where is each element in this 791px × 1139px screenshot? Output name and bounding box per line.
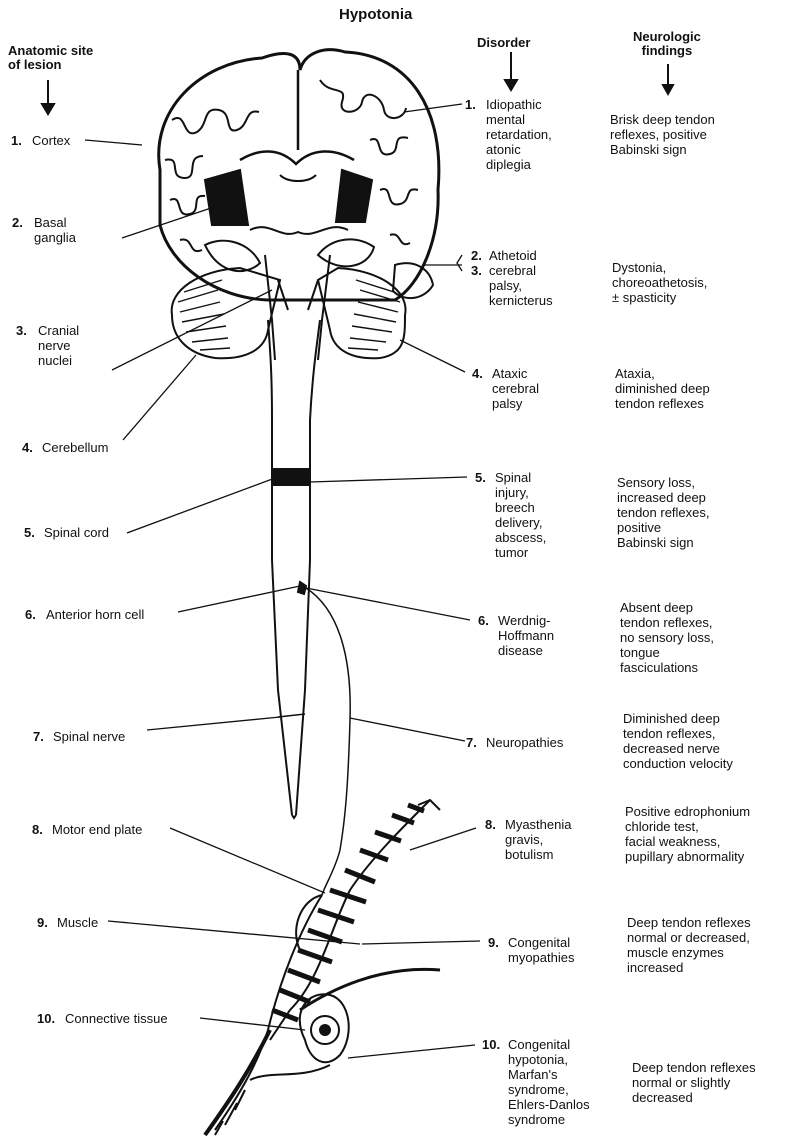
diagram-title: Hypotonia xyxy=(339,8,412,22)
disorder-number: 10. xyxy=(482,1037,500,1052)
site-number: 3. xyxy=(16,323,27,338)
site-label-spinal-cord: Spinal cord xyxy=(44,525,109,540)
site-label-basal-ganglia: Basal ganglia xyxy=(34,215,76,245)
header-arrows xyxy=(42,52,673,114)
site-number: 5. xyxy=(24,525,35,540)
finding-9: Deep tendon reflexes normal or decreased… xyxy=(627,915,751,975)
site-number: 9. xyxy=(37,915,48,930)
finding-2-3: Dystonia, choreoathetosis, ± spasticity xyxy=(612,260,707,305)
site-label-cranial-nerve-nuclei: Cranial nerve nuclei xyxy=(38,323,79,368)
disorder-label-idiopathic: Idiopathic mental retardation, atonic di… xyxy=(486,97,552,172)
disorder-label-werdnig-hoffmann: Werdnig- Hoffmann disease xyxy=(498,613,554,658)
header-neurologic-findings: Neurologic findings xyxy=(633,30,701,58)
finding-8: Positive edrophonium chloride test, faci… xyxy=(625,804,750,864)
disorder-label-congenital-hypotonia: Congenital hypotonia, Marfan's syndrome,… xyxy=(508,1037,590,1127)
site-label-connective-tissue: Connective tissue xyxy=(65,1011,168,1026)
finding-5: Sensory loss, increased deep tendon refl… xyxy=(617,475,710,550)
site-label-spinal-nerve: Spinal nerve xyxy=(53,729,125,744)
site-number: 7. xyxy=(33,729,44,744)
disorder-number: 8. xyxy=(485,817,496,832)
disorder-number: 1. xyxy=(465,97,476,112)
finding-1: Brisk deep tendon reflexes, positive Bab… xyxy=(610,112,715,157)
disorder-label-neuropathies: Neuropathies xyxy=(486,735,563,750)
disorder-number: 5. xyxy=(475,470,486,485)
header-anatomic-site: Anatomic site of lesion xyxy=(8,44,93,72)
cerebellum-drawing xyxy=(172,255,406,360)
site-number: 8. xyxy=(32,822,43,837)
site-label-muscle: Muscle xyxy=(57,915,98,930)
disorder-label-myasthenia: Myasthenia gravis, botulism xyxy=(505,817,571,862)
header-disorder: Disorder xyxy=(477,36,530,50)
finding-6: Absent deep tendon reflexes, no sensory … xyxy=(620,600,714,675)
disorder-label-ataxic: Ataxic cerebral palsy xyxy=(492,366,539,411)
finding-4: Ataxia, diminished deep tendon reflexes xyxy=(615,366,710,411)
spinal-cord-drawing xyxy=(268,320,350,895)
site-label-motor-end-plate: Motor end plate xyxy=(52,822,142,837)
site-number: 10. xyxy=(37,1011,55,1026)
disorder-label-congenital-myopathies: Congenital myopathies xyxy=(508,935,574,965)
site-number: 4. xyxy=(22,440,33,455)
site-label-cerebellum: Cerebellum xyxy=(42,440,108,455)
disorder-label-athetoid: Athetoid cerebral palsy, kernicterus xyxy=(489,248,553,308)
brain-section xyxy=(159,50,439,300)
disorder-number: 4. xyxy=(472,366,483,381)
muscle-drawing xyxy=(205,800,440,1135)
disorder-number: 9. xyxy=(488,935,499,950)
finding-7: Diminished deep tendon reflexes, decreas… xyxy=(623,711,733,771)
site-number: 2. xyxy=(12,215,23,230)
disorder-number: 2. 3. xyxy=(471,248,482,278)
finding-10: Deep tendon reflexes normal or slightly … xyxy=(632,1060,756,1105)
site-number: 1. xyxy=(11,133,22,148)
disorder-label-spinal-injury: Spinal injury, breech delivery, abscess,… xyxy=(495,470,546,560)
disorder-number: 6. xyxy=(478,613,489,628)
site-label-anterior-horn-cell: Anterior horn cell xyxy=(46,607,144,622)
site-label-cortex: Cortex xyxy=(32,133,70,148)
disorder-number: 7. xyxy=(466,735,477,750)
site-number: 6. xyxy=(25,607,36,622)
